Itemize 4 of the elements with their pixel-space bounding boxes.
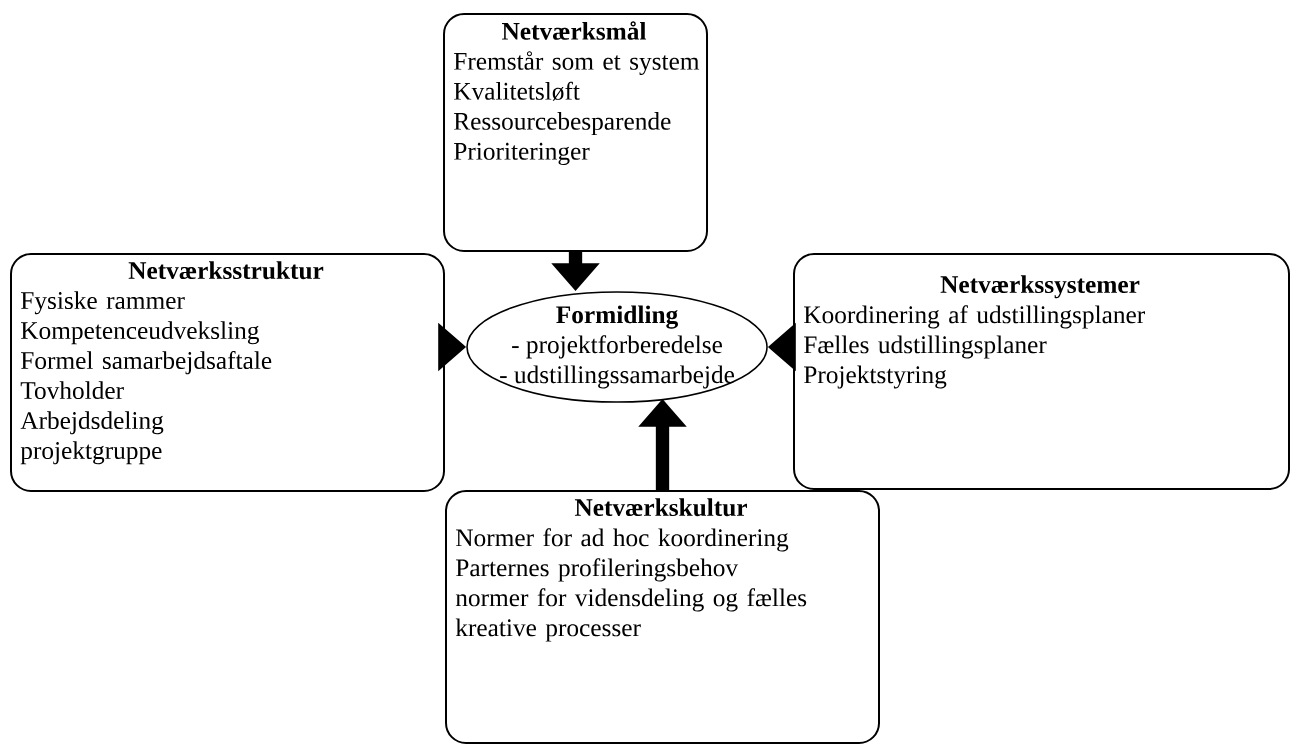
text-box: Netværkskultur Normer for ad hoc koordinering Parternes profileringsbehov normer for vidensdeling og fælles kreative processer [445,490,880,744]
text-box: Netværksstruktur Fysiske rammer Kompetenceudveksling Formel samarbejdsaftale Tovholder Arbejdsdeling projektgruppe [10,253,445,492]
text-box: Netværkssystemer Koordinering af udstillingsplaner Fælles udstillingsplaner Projektstyring [793,253,1290,490]
text-box: Netværksmål Fremstår som et system Kvalitetsløft Ressourcebesparende Prioriteringer [443,13,708,252]
